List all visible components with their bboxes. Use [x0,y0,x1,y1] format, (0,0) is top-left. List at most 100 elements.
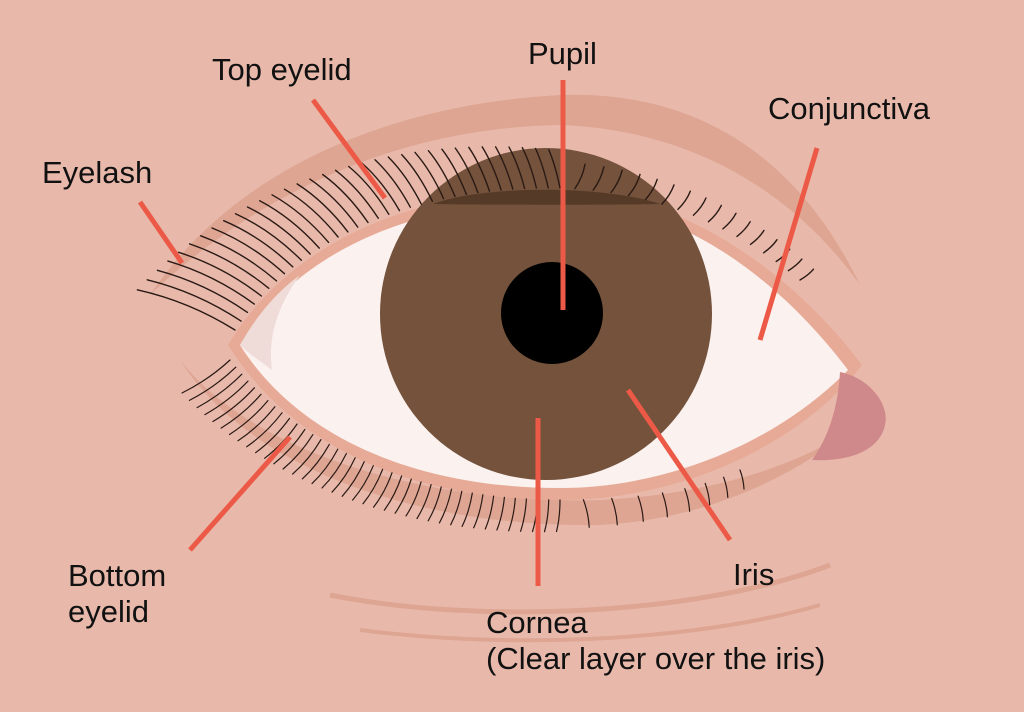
eyelash [394,478,412,514]
eyelash [543,499,550,533]
eyelash [204,380,249,416]
bottom-eyelid-label-line1: Bottom [68,558,167,593]
eyelash [246,206,311,255]
eyelash [461,492,473,527]
eyelash [534,147,549,189]
eyelash [692,197,707,216]
eyelash [707,204,722,223]
eyelash [661,492,668,518]
upper-eyelid-crease [150,94,860,295]
eyelash [521,146,538,189]
eyelash [188,243,270,289]
eyelash [555,499,561,533]
eyelash [341,461,365,497]
eyelash [496,496,505,531]
eyelash [282,434,314,470]
eyelash [136,289,236,331]
eyelash [361,162,401,212]
eyelash [592,166,605,191]
eyelash [177,251,263,297]
eyelash [212,387,255,423]
eyelash [749,229,765,246]
eyelash [438,488,453,524]
eyelash [610,169,623,194]
eyelash [196,373,243,409]
eyelash [259,200,320,249]
eyelash [228,400,269,436]
under-eye-wrinkle [359,603,821,643]
iris-leader-line [625,388,733,542]
eyelash [156,269,249,314]
lower-eyelashes [181,359,745,533]
eyelash [799,268,815,281]
conjunctiva-label: Conjunctiva [768,91,930,126]
eyelash [309,178,359,228]
eyelash [722,212,737,230]
bottom-eyelid-leader-line [188,435,292,552]
eyelash [246,412,283,448]
eyelash [255,417,291,454]
eyelash [362,468,384,505]
conjunctiva-leader-line [757,147,820,341]
sclera-shadow [240,275,300,370]
bottom-eyelid-label-line2: eyelid [68,594,149,629]
eyelash [582,499,590,528]
eyelash [405,481,422,517]
eyelash [296,183,349,233]
eyelash [383,475,403,511]
eyelash [414,151,445,200]
eyelash [468,146,491,192]
eyelash [167,260,255,305]
bottom-eyelid-label: Bottom eyelid [68,558,166,630]
iris-lid-shadow [433,189,660,205]
eyelash [520,498,527,532]
eyelash [677,190,691,211]
eyelash [181,359,231,394]
eyelash [508,497,516,532]
eyelash [387,156,422,205]
eyelash-leader-line [137,200,185,265]
eyelash [441,148,468,196]
eyelash [736,221,751,238]
eyelash [739,469,745,490]
eyelash [611,497,618,526]
eyelash [494,146,514,190]
eyelash [427,486,442,522]
eyelash [787,258,803,272]
eyelash [211,227,286,275]
eyelash [273,428,306,465]
eyelash [331,457,356,493]
top-eyelid-label: Top eyelid [212,52,352,87]
eyelash [473,494,484,529]
eyelash [237,406,276,442]
lower-eyelid-fold [180,360,850,526]
eyelash [481,146,502,191]
eyelash [548,149,561,189]
eyelash [401,153,434,202]
eyelash [334,169,379,219]
eyelash [508,146,526,190]
eyelash [188,366,237,401]
pupil [501,262,603,364]
eyelash [416,484,432,520]
eyelash [220,393,262,429]
eyelash [762,239,778,254]
eyelash [374,159,411,208]
eyelash [321,452,347,489]
eyelash [223,220,294,268]
eyelash [574,163,586,190]
eyelash [311,448,339,485]
eyelash [283,188,339,238]
eyelash [454,147,479,194]
eyelash [661,184,675,205]
caruncle [812,372,886,461]
cornea-label-line1: Cornea [486,605,588,640]
eyelash [704,482,711,506]
pupil-label: Pupil [528,36,597,71]
upper-eyelashes [136,146,815,331]
eyelash [450,490,463,526]
eyelash [322,173,369,224]
eyelash [271,194,330,244]
eyelash [352,465,374,501]
